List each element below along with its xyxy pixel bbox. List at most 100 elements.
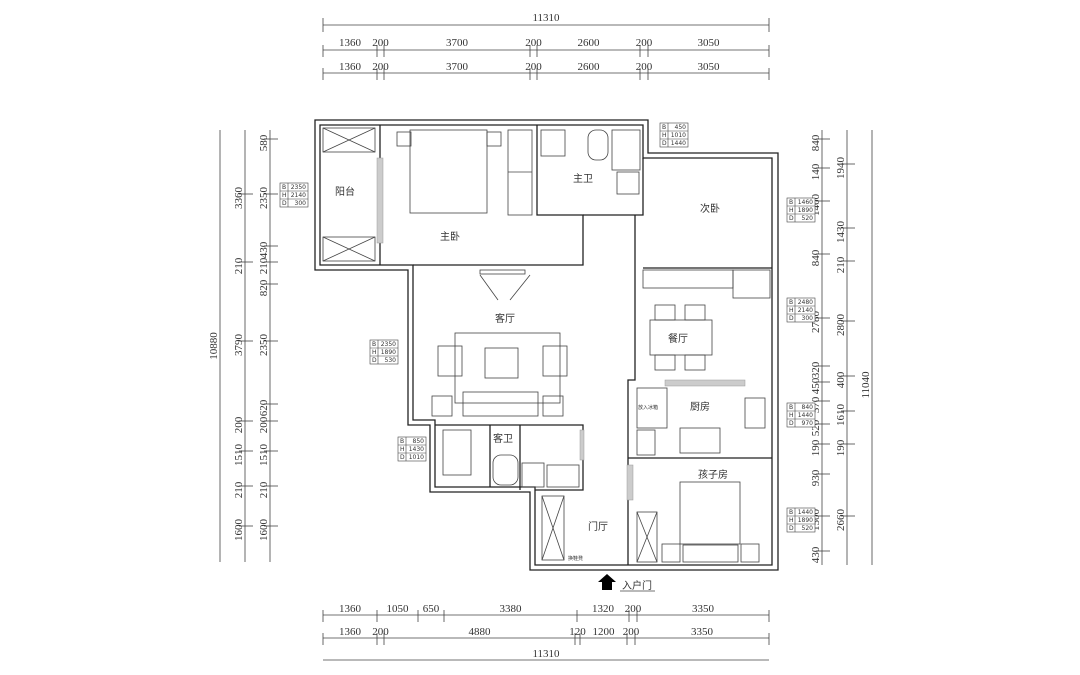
spec-key: B	[372, 341, 376, 348]
furniture	[322, 127, 771, 563]
dimension-label: 1510	[233, 444, 245, 467]
dimension-label: 190	[835, 439, 847, 456]
dimension-label: 2600	[578, 37, 601, 49]
label-shoe-bench: 换鞋凳	[568, 555, 583, 562]
dimension-label: 3350	[692, 603, 715, 615]
label-master-bedroom: 主卧	[440, 230, 460, 243]
dimension-label: 1360	[339, 37, 362, 49]
dimension-label: 200	[525, 61, 542, 73]
dimension-label: 3380	[500, 603, 523, 615]
dimension-label: 580	[258, 134, 270, 151]
label-entrance: 入户门	[622, 579, 652, 592]
dimension-label: 1940	[835, 157, 847, 180]
dimension-label: 1360	[339, 61, 362, 73]
spec-value: 2140	[291, 192, 306, 199]
dimension-label: 820	[258, 279, 270, 296]
entrance-arrow-icon	[598, 574, 616, 590]
dimension-label: 1600	[233, 519, 245, 542]
label-balcony: 阳台	[335, 185, 355, 198]
dimension-label: 200	[372, 37, 389, 49]
spec-value: 1890	[381, 349, 396, 356]
label-kitchen: 厨房	[690, 400, 710, 413]
dimension-label: 200	[623, 626, 640, 638]
spec-value: 2350	[291, 184, 306, 191]
dimension-label: 140	[810, 163, 822, 180]
spec-value: 1010	[671, 132, 686, 139]
dimension-label: 3050	[698, 61, 721, 73]
spec-key: H	[789, 207, 794, 214]
dimension-label: 4880	[469, 626, 492, 638]
spec-value: 1890	[798, 207, 813, 214]
spec-value: 450	[675, 124, 687, 131]
spec-key: D	[662, 140, 667, 147]
spec-value: 530	[385, 357, 397, 364]
spec-value: 1440	[671, 140, 686, 147]
spec-value: 520	[802, 525, 814, 532]
spec-value: 300	[802, 315, 814, 322]
dimension-label: 190	[810, 439, 822, 456]
spec-key: B	[789, 404, 793, 411]
dimension-label: 2350	[258, 334, 270, 357]
dimension-label: 400	[835, 371, 847, 388]
dimension-label: 2600	[578, 61, 601, 73]
dimension-label: 200	[258, 416, 270, 433]
spec-value: 2140	[798, 307, 813, 314]
label-living-room: 客厅	[495, 312, 515, 325]
dimension-label: 1510	[258, 444, 270, 467]
dimension-label: 1610	[835, 404, 847, 427]
dimension-total-left: 10880	[208, 332, 220, 360]
label-foyer: 门厅	[588, 520, 608, 533]
dimension-label: 200	[636, 61, 653, 73]
dimension-label: 1050	[387, 603, 410, 615]
dimension-label: 3050	[698, 37, 721, 49]
label-dining-room: 餐厅	[668, 332, 688, 345]
entrance-marker: 入户门	[598, 574, 655, 592]
spec-key: H	[400, 446, 405, 453]
spec-key: H	[789, 412, 794, 419]
spec-key: B	[789, 299, 793, 306]
dimension-label: 210	[258, 257, 270, 274]
dimension-label: 3350	[691, 626, 714, 638]
dimension-label: 3700	[446, 61, 469, 73]
spec-value: 2350	[381, 341, 396, 348]
dimension-label: 1320	[592, 603, 615, 615]
spec-value: 300	[295, 200, 307, 207]
dimension-label: 450	[810, 377, 822, 394]
spec-key: D	[789, 215, 794, 222]
dimension-label: 2350	[258, 187, 270, 210]
dimension-lines	[219, 18, 873, 661]
dimension-total-top: 11310	[532, 12, 560, 24]
dimension-label: 200	[372, 626, 389, 638]
spec-value: 520	[802, 215, 814, 222]
dimension-label: 200	[525, 37, 542, 49]
spec-value: 1460	[798, 199, 813, 206]
spec-key: B	[662, 124, 666, 131]
dimension-label: 430	[810, 546, 822, 563]
room-labels: 阳台 主卧 主卫 次卧 客厅 餐厅 厨房 客卫 孩子房 门厅 放入冰箱 换鞋凳	[335, 173, 728, 562]
dimension-total-right: 11040	[860, 371, 872, 399]
dimension-label: 840	[810, 249, 822, 266]
dimension-label: 210	[233, 481, 245, 498]
spec-value: 1010	[409, 454, 424, 461]
spec-value: 2480	[798, 299, 813, 306]
dimension-ticks	[239, 45, 855, 645]
spec-key: B	[400, 438, 404, 445]
spec-value: 970	[802, 420, 814, 427]
spec-value: 1430	[409, 446, 424, 453]
dimension-label: 430	[258, 241, 270, 258]
spec-key: D	[789, 525, 794, 532]
spec-key: H	[282, 192, 287, 199]
dimension-total-bottom: 11310	[532, 648, 560, 660]
dimension-label: 620	[258, 399, 270, 416]
dimension-label: 3700	[446, 37, 469, 49]
dimension-label: 200	[625, 603, 642, 615]
dimension-label: 210	[835, 256, 847, 273]
spec-key: D	[789, 315, 794, 322]
spec-key: B	[789, 199, 793, 206]
spec-value: 840	[802, 404, 814, 411]
dimension-label: 210	[233, 257, 245, 274]
